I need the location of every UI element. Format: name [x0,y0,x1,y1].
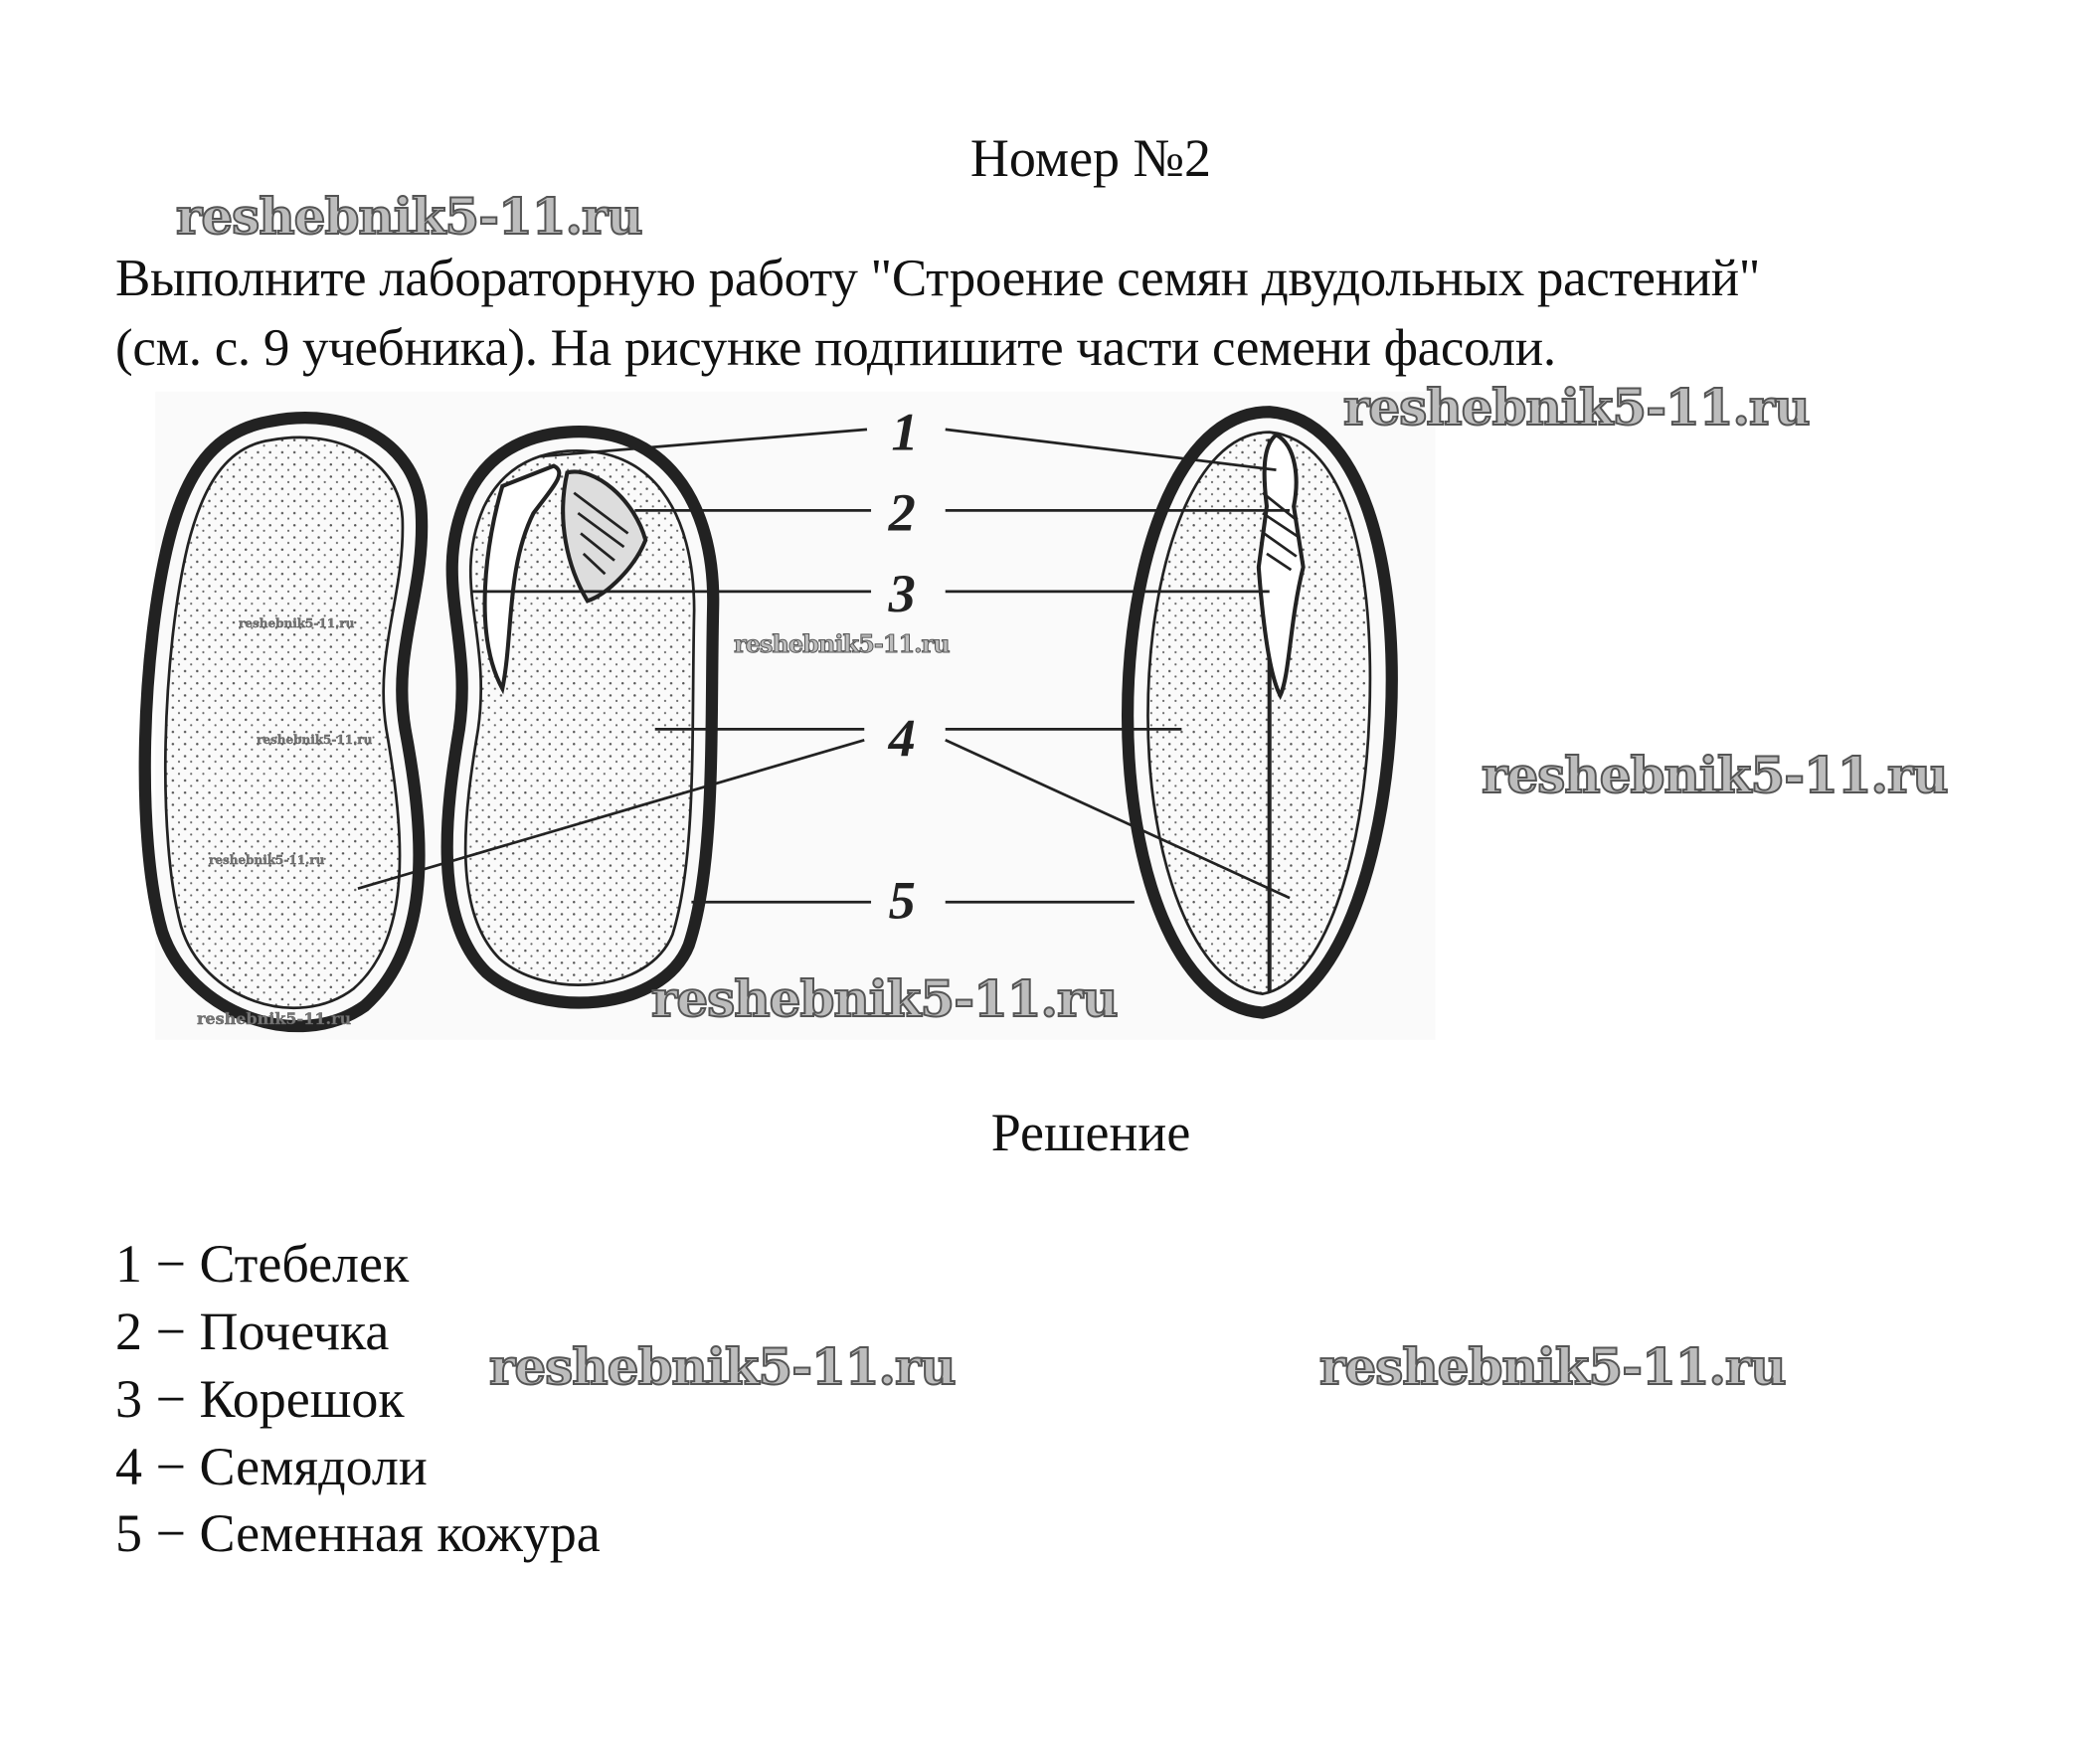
bean-half-embryo [440,426,720,1009]
watermark: reshebnik5-11.ru [209,853,325,867]
leader-lines [357,428,1291,904]
answer-item: 2 − Почечка [115,1302,390,1361]
figure-label-3: 3 [888,564,916,623]
task-text-line-2: (см. с. 9 учебника). На рисунке подпишит… [115,319,1556,377]
answer-item: 4 − Семядоли [115,1437,428,1496]
answer-item: 5 − Семенная кожура [115,1503,601,1563]
watermark: reshebnik5-11.ru [257,733,373,747]
solution-heading: Решение [990,1103,1191,1162]
seed-whole-right [1121,406,1398,1019]
figure-label-4: 4 [888,709,916,769]
task-text-line-1: Выполните лабораторную работу "Строение … [115,250,1761,307]
watermark: reshebnik5-11.ru [734,629,952,659]
watermark: reshebnik5-11.ru [1342,377,1812,437]
watermark: reshebnik5-11.ru [1481,745,1950,805]
watermark: reshebnik5-11.ru [175,186,644,247]
figure-label-2: 2 [888,483,916,543]
page-title: Номер №2 [969,128,1212,188]
figure-label-1: 1 [891,402,918,461]
watermark: reshebnik5-11.ru [650,968,1120,1029]
bean-half-left [138,412,429,1033]
watermark: reshebnik5-11.ru [1318,1336,1788,1397]
watermark: reshebnik5-11.ru [197,1009,352,1028]
answer-item: 1 − Стебелек [115,1234,410,1294]
answer-item: 3 − Корешок [115,1369,405,1429]
watermark: reshebnik5-11.ru [488,1336,958,1397]
watermark: reshebnik5-11.ru [239,616,355,630]
figure-label-5: 5 [889,871,916,931]
